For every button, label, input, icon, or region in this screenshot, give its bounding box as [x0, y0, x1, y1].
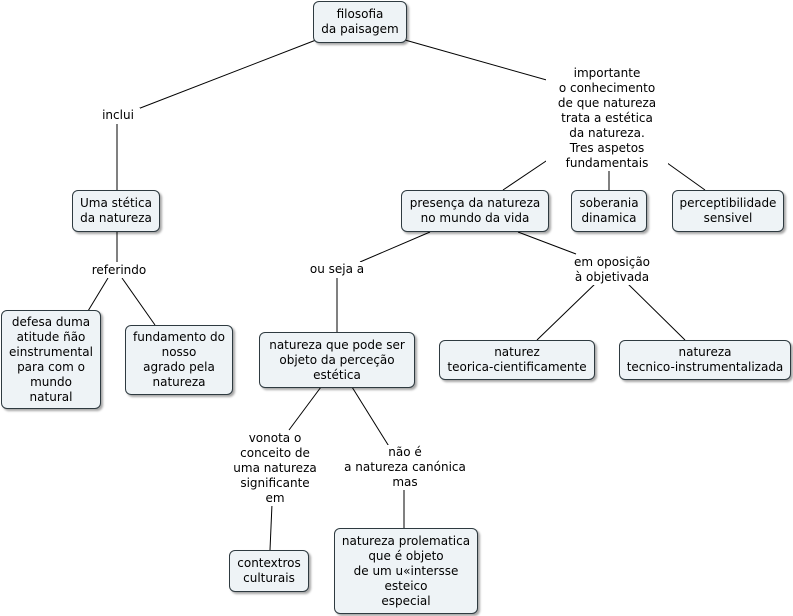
node-perceptibilidade-sensivel[interactable]: perceptibilidade sensivel — [672, 190, 784, 232]
node-natureza-teorica[interactable]: naturez teorica-cientificamente — [439, 340, 595, 380]
node-soberania-dinamica[interactable]: soberania dinamica — [571, 190, 647, 232]
line-root-inclui — [129, 39, 317, 113]
link-label-inclui: inclui — [96, 108, 140, 123]
line-vonota-contextos — [269, 503, 273, 551]
line-oposicao-tecnico — [625, 281, 686, 341]
link-label-referindo: referindo — [84, 263, 154, 278]
link-label-vonota: vonota o conceito de uma natureza signif… — [226, 431, 324, 506]
node-presenca-da-natureza[interactable]: presença da natureza no mundo da vida — [401, 190, 549, 232]
link-label-ou-seja: ou seja a — [302, 262, 372, 277]
node-filosofia-da-paisagem[interactable]: filosofia da paisagem — [313, 1, 407, 43]
node-natureza-prolematica[interactable]: natureza prolematica que é objeto de um … — [334, 528, 478, 614]
line-referindo-defesa — [87, 277, 109, 312]
node-uma-estetica-da-natureza[interactable]: Uma stética da natureza — [72, 190, 160, 232]
line-oposicao-teorica — [536, 281, 598, 341]
node-contextos-culturais[interactable]: contextros culturais — [229, 550, 309, 592]
link-label-nao-e: não é a natureza canónica mas — [336, 445, 474, 490]
node-natureza-tecnico[interactable]: natureza tecnico-instrumentalizada — [619, 340, 791, 380]
link-label-oposicao: em oposição à objetivada — [564, 255, 660, 285]
link-label-importante: importante o conhecimento de que naturez… — [546, 66, 668, 171]
node-natureza-que-pode-ser[interactable]: natureza que pode ser objeto da perceção… — [259, 332, 415, 388]
node-defesa-duma-atitude[interactable]: defesa duma atitude ñão einstrumental pa… — [1, 310, 101, 409]
line-podeser-naoe — [351, 386, 391, 449]
line-referindo-fundamento — [121, 277, 156, 326]
line-presenca-ouseja — [359, 231, 431, 263]
node-fundamento-do-nosso-agrado[interactable]: fundamento do nosso agrado pela natureza — [125, 325, 233, 395]
line-podeser-vonota — [288, 386, 322, 431]
line-presenca-oposicao — [517, 231, 577, 255]
